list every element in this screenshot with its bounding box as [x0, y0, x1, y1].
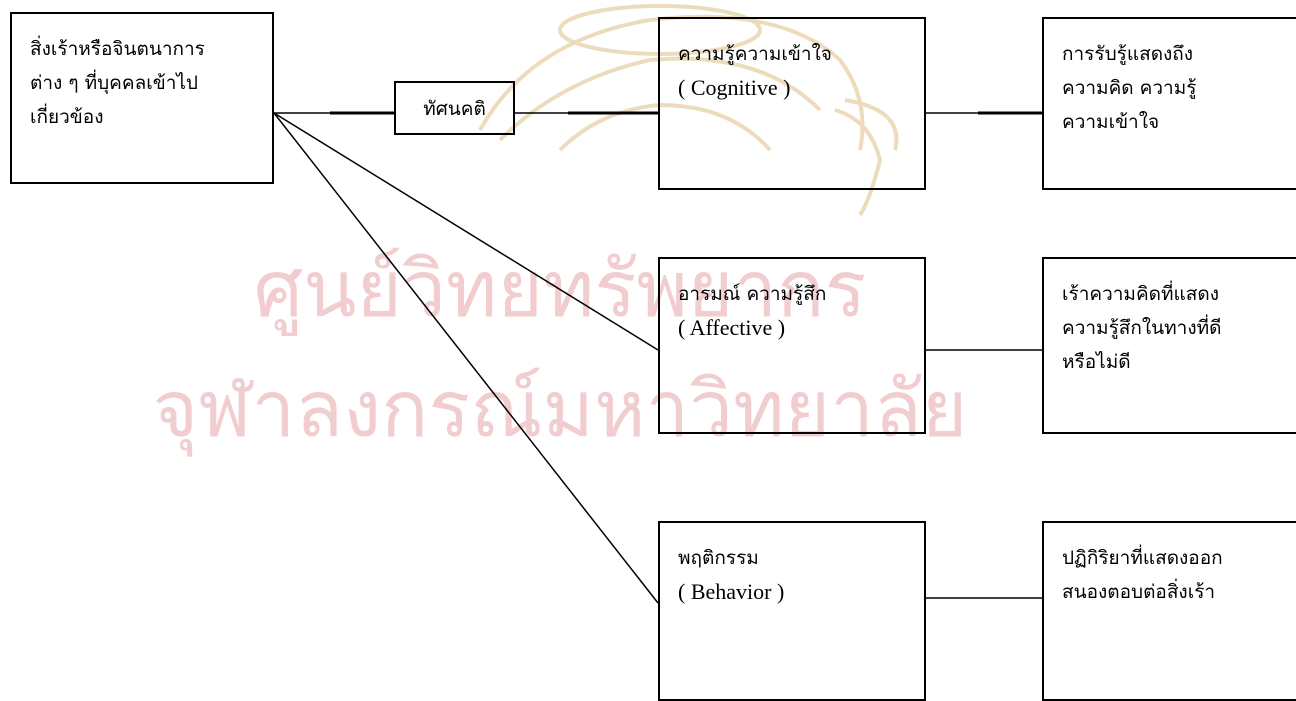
behavior-desc-line-2: สนองตอบต่อสิ่งเร้า — [1062, 581, 1216, 603]
cognitive-desc-line-3: ความเข้าใจ — [1062, 111, 1160, 133]
cognitive-box: ความรู้ความเข้าใจ ( Cognitive ) — [658, 17, 926, 190]
affective-label-en: ( Affective ) — [678, 315, 786, 340]
cognitive-desc-line-2: ความคิด ความรู้ — [1062, 77, 1197, 99]
affective-box: อารมณ์ ความรู้สึก ( Affective ) — [658, 257, 926, 434]
stimulus-line-1: สิ่งเร้าหรือจินตนาการ — [30, 38, 205, 60]
affective-label-th: อารมณ์ ความรู้สึก — [678, 283, 827, 305]
affective-desc-line-3: หรือไม่ดี — [1062, 351, 1131, 373]
connector-stimulus-affective — [273, 112, 659, 351]
attitude-box: ทัศนคติ — [394, 81, 515, 135]
stimulus-line-3: เกี่ยวข้อง — [30, 106, 104, 128]
behavior-label-en: ( Behavior ) — [678, 579, 785, 604]
cognitive-desc-line-1: การรับรู้แสดงถึง — [1062, 43, 1194, 65]
attitude-label: ทัศนคติ — [423, 98, 486, 120]
stimulus-line-2: ต่าง ๆ ที่บุคคลเข้าไป — [30, 72, 198, 94]
behavior-desc-line-1: ปฏิกิริยาที่แสดงออก — [1062, 547, 1223, 569]
affective-desc-line-2: ความรู้สึกในทางที่ดี — [1062, 317, 1222, 339]
behavior-label-th: พฤติกรรม — [678, 547, 759, 569]
stimulus-box: สิ่งเร้าหรือจินตนาการ ต่าง ๆ ที่บุคคลเข้… — [10, 12, 274, 184]
watermark-line-2: จุฬาลงกรณ์มหาวิทยาลัย — [152, 365, 967, 457]
affective-desc-line-1: เร้าความคิดที่แสดง — [1062, 283, 1219, 305]
affective-description-box: เร้าความคิดที่แสดง ความรู้สึกในทางที่ดี … — [1042, 257, 1296, 434]
cognitive-label-en: ( Cognitive ) — [678, 75, 791, 100]
cognitive-label-th: ความรู้ความเข้าใจ — [678, 43, 832, 65]
cognitive-description-box: การรับรู้แสดงถึง ความคิด ความรู้ ความเข้… — [1042, 17, 1296, 190]
behavior-box: พฤติกรรม ( Behavior ) — [658, 521, 926, 701]
watermark-line-1: ศูนย์วิทยทรัพยากร — [254, 245, 867, 336]
behavior-description-box: ปฏิกิริยาที่แสดงออก สนองตอบต่อสิ่งเร้า — [1042, 521, 1296, 701]
connector-stimulus-behavior — [273, 112, 659, 604]
